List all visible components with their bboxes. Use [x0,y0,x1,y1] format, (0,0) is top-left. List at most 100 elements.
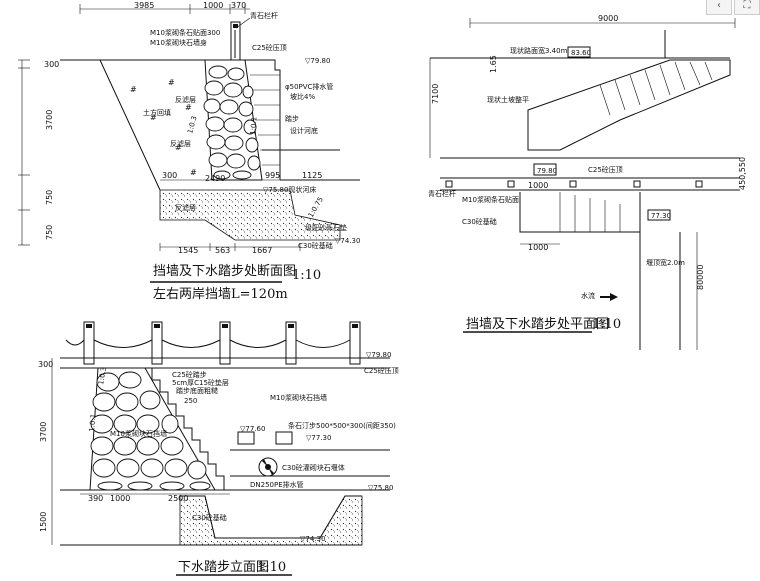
elev-step-bed: 踏步底面粗糙 [176,386,218,395]
elev-c15: 5cm厚C15砼垫层 [172,378,229,387]
elev-m10-wall2: M10浆砌块石挡墙 [110,429,167,438]
elev-dim-1000: 1000 [110,494,130,503]
dim-bottom-1545: 1545 [178,246,198,255]
plan-railing-posts [445,180,703,188]
elev-top-label: ▽79.80 [366,351,391,359]
stone-masonry-elevation [90,371,211,491]
elev-c30-base: C30砼基础 [192,513,227,522]
section-drawing: 3985 1000 370 300 3700 750 750 # # # # #… [18,1,360,302]
flow-arrow-icon [600,293,618,301]
elevation-title: 下水踏步立面图 [178,560,269,575]
label-step: 踏步 [285,114,299,123]
plan-soil-slope: 现状土坡整平 [487,95,529,104]
svg-text:#: # [175,143,182,152]
plan-dim-bottom: 1000 [528,243,548,252]
label-elev-top: ▽79.80 [305,57,330,65]
dim-top-3985: 3985 [134,1,154,10]
dim-top-370: 370 [231,1,246,10]
plan-c25: C25砼压顶 [588,165,623,174]
label-m10-300: M10浆砌条石贴面300 [150,28,220,37]
svg-text:#: # [168,78,175,87]
label-railing: 青石栏杆 [250,11,278,20]
elev-dim-300: 300 [38,360,53,369]
dim-bottom-995: 995 [265,171,280,180]
label-filter3: 反滤层 [175,203,196,212]
elev-7430: ▽74.30 [300,535,325,543]
dim-left-3700: 3700 [45,110,54,130]
elev-7760: ▽77.60 [240,425,265,433]
label-c30-base: C30砼基础 [298,241,333,250]
label-filter2: 反滤层 [170,139,191,148]
svg-text:#: # [190,168,197,177]
plan-dim-v2: 7100 [431,84,440,104]
dim-left-300: 300 [44,60,59,69]
dim-bottom-1667: 1667 [252,246,272,255]
corner-toolbar: ‹ ⛶ [706,0,760,15]
pipe-section-icon [258,457,278,477]
elev-c30-fill: C30砼灌砌块石堰体 [282,463,345,472]
label-slope: 坡比4% [290,92,315,101]
dim-top-1000: 1000 [203,1,223,10]
elev-7580: ▽75.80 [368,484,393,492]
elev-slab: 条石汀步500*500*300(间距350) [288,421,396,430]
label-ratio2: 1:0.1 [249,117,259,136]
plan-railing: 青石栏杆 [428,189,456,198]
plan-title: 挡墙及下水踏步处平面图 [466,317,609,332]
plan-dim-v1: 1.65 [489,55,498,73]
plan-m10: M10浆砌条石贴面 [462,195,519,204]
plan-width: 堰顶宽2.0m [646,258,685,267]
elev-ratio: 1:0.3 [97,366,108,385]
label-ratio3: 1:0.75 [307,196,325,219]
label-pvc: φ50PVC排水管 [285,82,333,91]
dim-bottom-2490: 2490 [205,174,225,183]
collapse-button[interactable]: ‹ [706,0,732,15]
svg-text:#: # [130,85,137,94]
elev-c25-cap: C25砼压顶 [364,366,399,375]
plan-drawing: 9000 现状路面宽3.40m 83.60 7100 1.65 现状土坡整平 7… [428,14,747,350]
label-elev-river: ▽75.80现状河床 [263,185,316,194]
label-soil: 土方回填 [143,108,171,117]
plan-dim-v4: 450,550 [738,157,747,190]
label-c25-cap: C25砼压顶 [252,43,287,52]
plan-dim-bottom2: 1000 [528,181,548,190]
plan-road-label: 现状路面宽3.40m [510,46,568,55]
elev-dim-2500: 2500 [168,494,188,503]
label-ratio: 1:0.3 [186,115,198,134]
section-title: 挡墙及下水踏步处断面图 [153,264,296,279]
plan-elev-798: 79.80 [537,167,557,175]
label-grade: 设计河底 [290,126,318,135]
svg-text:#: # [150,113,157,122]
label-filter1: 反滤层 [175,95,196,104]
plan-flow-label: 水流 [581,291,595,300]
elev-h250: 250 [184,397,197,405]
elev-dim-390: 390 [88,494,103,503]
elevation-scale: 1:10 [257,560,286,575]
plan-scale: 1:10 [592,317,621,332]
dim-bottom-300: 300 [162,171,177,180]
dim-bottom-563: 563 [215,246,230,255]
elev-7730: ▽77.30 [306,434,331,442]
elev-dim-1500: 1500 [39,512,48,532]
plan-road-elev: 83.60 [571,49,591,57]
elev-dim-3700: 3700 [39,422,48,442]
dim-left-750a: 750 [45,190,54,205]
svg-text:#: # [185,103,192,112]
plan-dim-v3: 80000 [696,265,705,290]
section-scale: 1:10 [292,268,321,283]
elevation-drawing: ▽79.80 C25砼压顶 300 3700 1500 [38,321,399,576]
elevation-railings [65,321,361,365]
stone-masonry-section [203,65,261,180]
elev-pipe: DN250PE排水管 [250,480,304,489]
dim-left-750b: 750 [45,225,54,240]
elev-ratio2: 1:0.1 [88,414,98,433]
plan-elev-773: 77.30 [651,212,671,220]
label-elev-base: ▽74.30 [335,237,360,245]
dim-bottom-1125: 1125 [302,171,322,180]
plan-dim-top: 9000 [598,14,618,23]
elev-m10-wall: M10浆砌块石挡墙 [270,393,327,402]
elev-step: C25砼踏步 [172,370,207,379]
plan-c30: C30砼基础 [462,217,497,226]
section-subtitle: 左右两岸挡墙L=120m [153,287,288,302]
label-m10-wall: M10浆砌块石墙身 [150,38,207,47]
